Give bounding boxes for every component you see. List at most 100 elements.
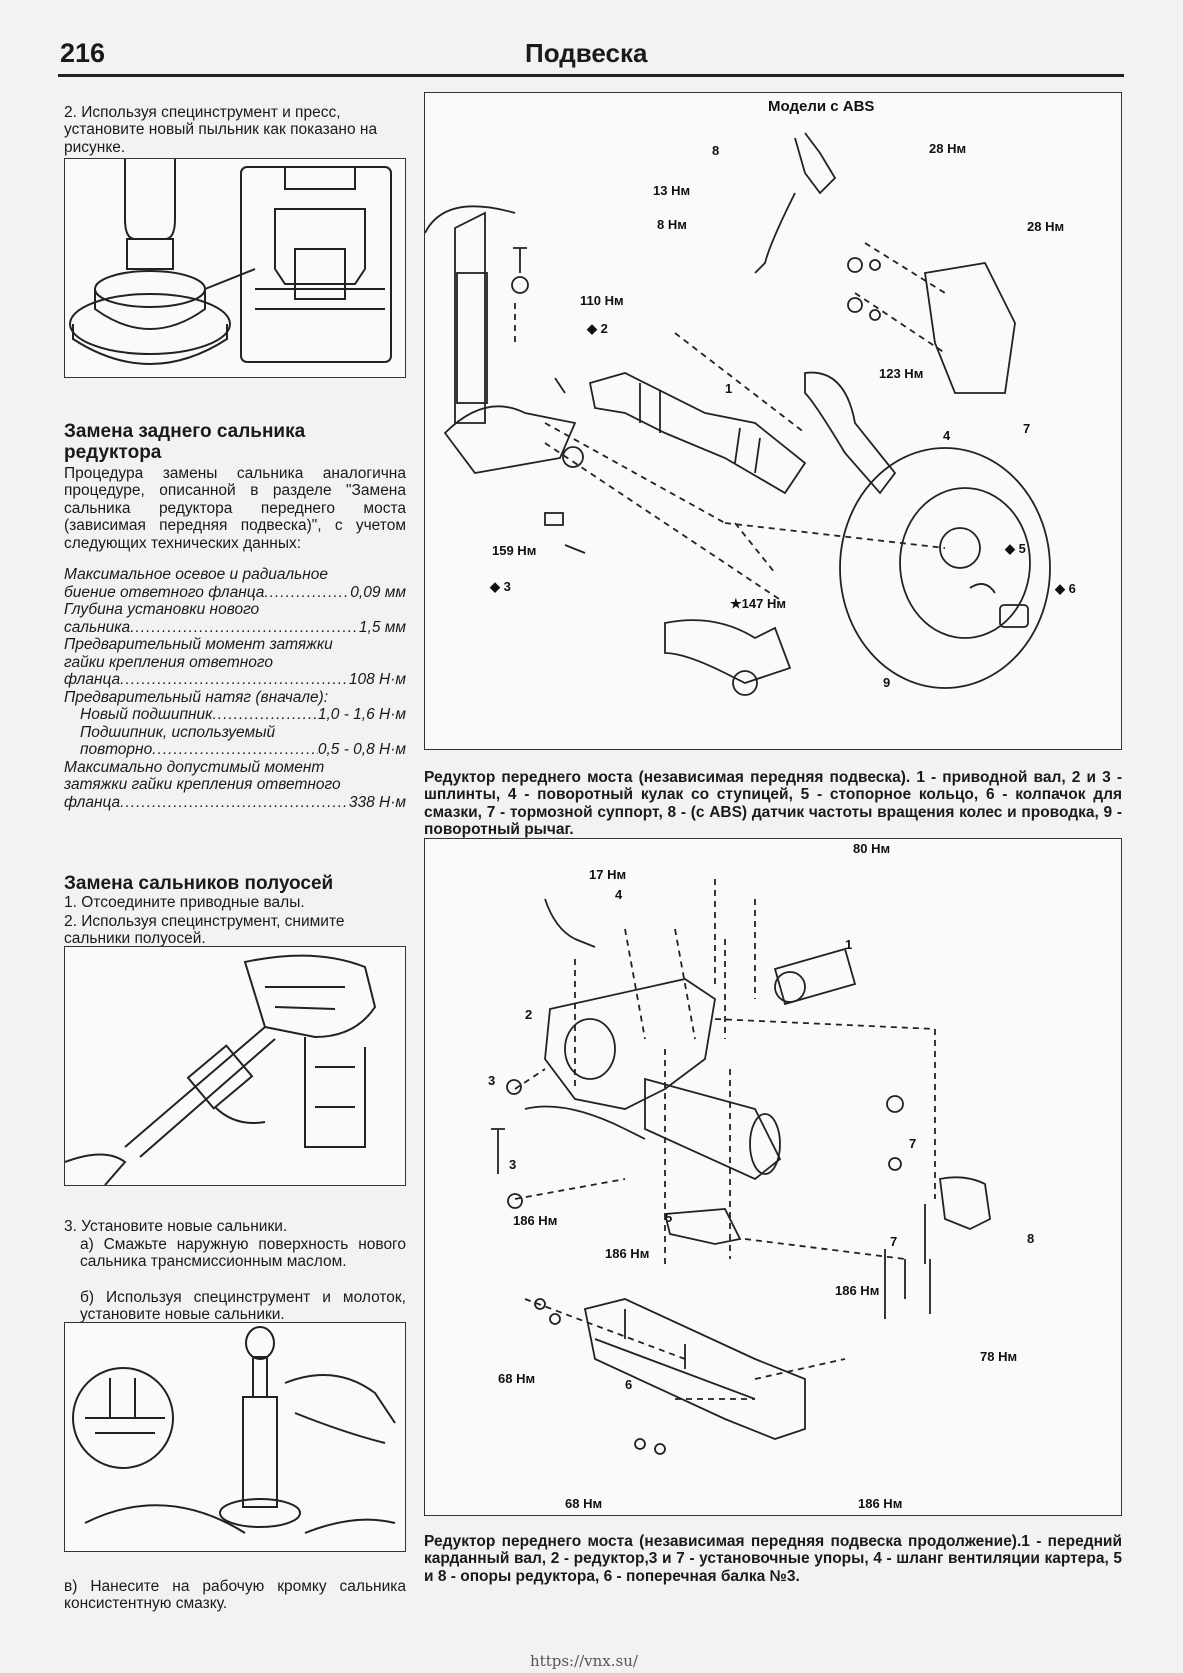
figure-front-diff-mounts: 80 Нм 17 Нм 4 1 2 3 3 186 Нм 5 186 Нм 7 …	[424, 838, 1122, 1516]
fig1-label-1: 1	[725, 381, 732, 396]
page-number: 216	[60, 38, 106, 68]
axle-step1: 1. Отсоедините приводные валы.	[64, 893, 305, 911]
spec-leader-dots	[212, 706, 317, 724]
spec-value: 338 Н·м	[348, 793, 406, 811]
fig1-label-3: ◆ 3	[489, 579, 511, 594]
fig2-label-6: 6	[625, 1377, 632, 1392]
spec-row: Глубина установки нового	[64, 601, 406, 619]
fig2-label-7b: 7	[890, 1234, 897, 1249]
axle-step3a: а) Смажьте наружную поверхность нового с…	[80, 1235, 406, 1271]
axle-step3b: б) Используя специнструмент и молоток, у…	[80, 1288, 406, 1324]
spec-row: биение ответного фланца 0,09 мм	[64, 584, 406, 602]
spec-label: Новый подшипник	[80, 706, 213, 723]
spec-label: затяжки гайки крепления ответного	[64, 776, 341, 793]
fig2-torque-68a: 68 Нм	[498, 1371, 535, 1386]
spec-value: 0,5 - 0,8 Н·м	[317, 741, 406, 758]
figure-boot-install	[64, 158, 406, 378]
axle-step3c: в) Нанесите на рабочую кромку сальника к…	[64, 1577, 406, 1613]
spec-row: затяжки гайки крепления ответного	[64, 776, 406, 794]
fig2-caption: Редуктор переднего моста (независимая пе…	[424, 1532, 1122, 1585]
fig1-torque-13: 13 Нм	[653, 183, 690, 198]
figure-seal-install	[64, 1322, 406, 1552]
fig2-torque-186c: 186 Нм	[835, 1283, 879, 1298]
rear-seal-heading: Замена заднего сальника редуктора	[64, 421, 306, 463]
fig1-caption: Редуктор переднего моста (независимая пе…	[424, 768, 1122, 839]
spec-label: гайки крепления ответного	[64, 653, 274, 671]
spec-label: Подшипник, используемый	[80, 723, 276, 741]
fig1-torque-28b: 28 Нм	[1027, 219, 1064, 234]
spec-label: Максимальное осевое и радиальное	[64, 566, 329, 583]
front-diff-mounts-drawing: 80 Нм 17 Нм 4 1 2 3 3 186 Нм 5 186 Нм 7 …	[488, 841, 1034, 1511]
step2-intro: 2. Используя специнструмент и пресс, уст…	[64, 103, 378, 156]
fig1-label-6: ◆ 6	[1054, 581, 1076, 596]
boot-install-drawing	[69, 159, 392, 365]
front-axle-abs-drawing: Модели с ABS 8 28 Нм 13 Нм 8 Нм 28 Нм 11…	[424, 98, 1076, 696]
spec-value: 0,09 мм	[350, 583, 406, 601]
figure-front-axle-abs: Модели с ABS 8 28 Нм 13 Нм 8 Нм 28 Нм 11…	[424, 92, 1122, 750]
fig1-torque-110: 110 Нм	[580, 293, 624, 308]
fig2-label-3a: 3	[488, 1073, 495, 1088]
fig2-torque-186b: 186 Нм	[605, 1246, 649, 1261]
spec-row: фланца 108 Н·м	[64, 671, 406, 689]
fig2-label-8: 8	[1027, 1231, 1034, 1246]
spec-label: фланца	[64, 793, 121, 811]
fig2-torque-78: 78 Нм	[980, 1349, 1017, 1364]
fig1-torque-147: ★147 Нм	[730, 596, 786, 611]
fig1-title: Модели с ABS	[768, 98, 874, 115]
spec-row: фланца 338 Н·м	[64, 794, 406, 812]
spec-row: Предварительный натяг (вначале):	[64, 689, 406, 707]
spec-row: Максимально допустимый момент	[64, 759, 406, 777]
fig1-torque-8: 8 Нм	[657, 217, 687, 232]
axle-step3: 3. Установите новые сальники.	[64, 1217, 288, 1235]
spec-row: Предварительный момент затяжки	[64, 636, 406, 654]
figure-seal-removal	[64, 946, 406, 1186]
spec-label: фланца	[64, 671, 121, 688]
spec-leader-dots	[130, 619, 359, 637]
fig1-label-9: 9	[883, 675, 890, 690]
spec-leader-dots	[152, 741, 318, 759]
fig2-label-2: 2	[525, 1007, 532, 1022]
seal-install-drawing	[72, 1326, 396, 1534]
fig2-torque-186d: 186 Нм	[858, 1496, 902, 1511]
spec-label: биение ответного фланца	[64, 583, 265, 601]
fig1-label-7: 7	[1023, 421, 1030, 436]
seal-removal-drawing	[64, 954, 377, 1186]
spec-row: Новый подшипник 1,0 - 1,6 Н·м	[64, 706, 406, 724]
spec-value: 1,5 мм	[358, 618, 406, 636]
fig1-torque-28a: 28 Нм	[929, 141, 966, 156]
spec-leader-dots	[264, 584, 350, 602]
fig2-torque-186a: 186 Нм	[513, 1213, 557, 1228]
spec-leader-dots	[120, 671, 349, 689]
fig2-torque-80: 80 Нм	[853, 841, 890, 856]
spec-row: гайки крепления ответного	[64, 654, 406, 672]
fig1-label-5: ◆ 5	[1004, 541, 1026, 556]
fig2-label-7a: 7	[909, 1136, 916, 1151]
fig2-torque-68b: 68 Нм	[565, 1496, 602, 1511]
spec-value: 108 Н·м	[348, 671, 406, 688]
spec-label: Предварительный натяг (вначале):	[64, 688, 329, 706]
footer-url[interactable]: https://vnx.su/	[530, 1652, 638, 1670]
spec-value: 1,0 - 1,6 Н·м	[317, 706, 406, 723]
section-title: Подвеска	[525, 38, 648, 68]
fig2-torque-17: 17 Нм	[589, 867, 626, 882]
spec-label: Предварительный момент затяжки	[64, 636, 333, 653]
fig1-label-4: 4	[943, 428, 951, 443]
fig2-label-1: 1	[845, 937, 852, 952]
spec-label: Глубина установки нового	[64, 601, 260, 618]
rear-seal-text: Процедура замены сальника аналогична про…	[64, 464, 406, 552]
spec-row: повторно 0,5 - 0,8 Н·м	[64, 741, 406, 759]
header-rule	[58, 74, 1124, 77]
fig1-torque-159: 159 Нм	[492, 543, 536, 558]
fig1-torque-123: 123 Нм	[879, 366, 923, 381]
spec-row: Подшипник, используемый	[64, 724, 406, 742]
spec-label: Максимально допустимый момент	[64, 758, 325, 776]
spec-label: сальника	[64, 618, 131, 636]
spec-row: Максимальное осевое и радиальное	[64, 566, 406, 584]
fig2-label-3b: 3	[509, 1157, 516, 1172]
axle-step2: 2. Используя специнструмент, снимите сал…	[64, 912, 345, 948]
spec-label: повторно	[80, 741, 153, 758]
spec-row: сальника 1,5 мм	[64, 619, 406, 637]
spec-leader-dots	[120, 794, 349, 812]
fig2-label-5: 5	[665, 1210, 672, 1225]
